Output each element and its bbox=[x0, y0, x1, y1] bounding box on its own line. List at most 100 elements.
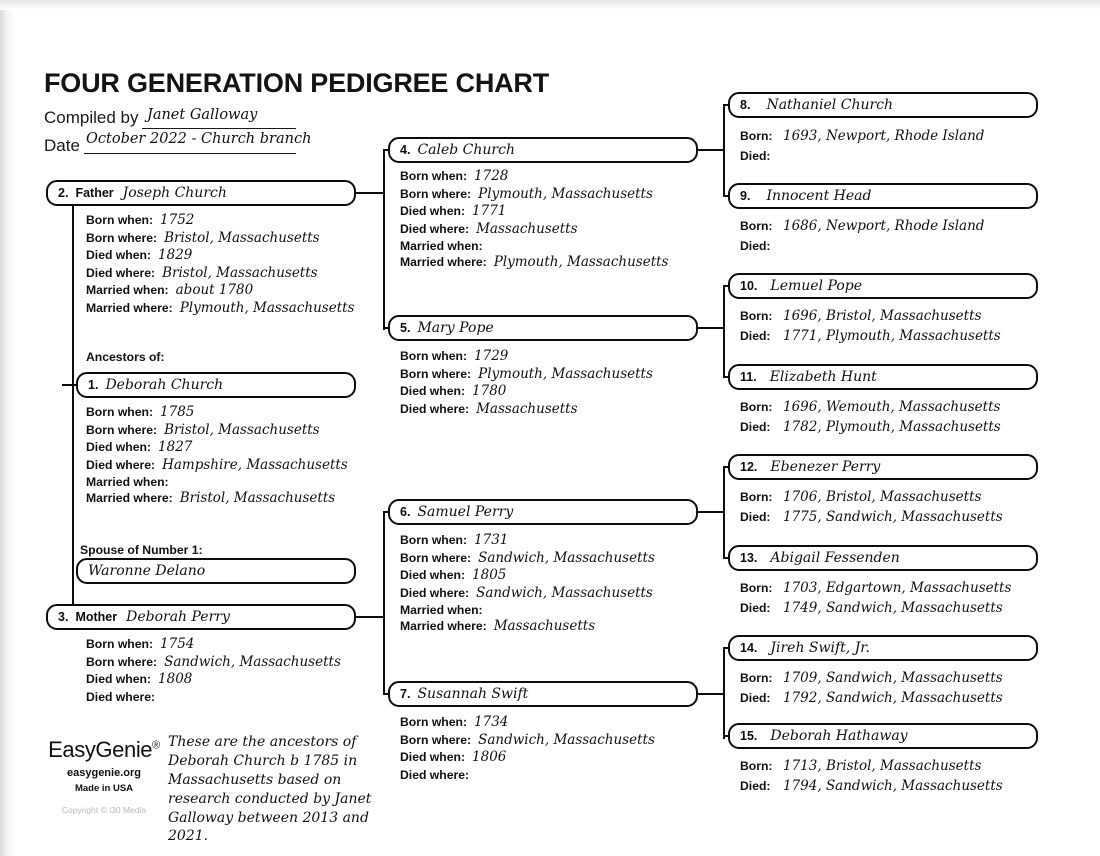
detail-row: Born:1686, Newport, Rhode Island bbox=[740, 219, 984, 234]
detail-row: Married when: bbox=[400, 604, 655, 616]
page-edge-shadow-left bbox=[0, 0, 14, 856]
detail-row: Married where:Plymouth, Massachusetts bbox=[86, 301, 354, 316]
detail-row: Died:1792, Sandwich, Massachusetts bbox=[740, 691, 1003, 706]
person-box-15[interactable]: 15. Deborah Hathaway bbox=[728, 723, 1038, 749]
person-13-name: Abigail Fessenden bbox=[770, 550, 900, 566]
label-married-where: Married where: bbox=[400, 255, 487, 270]
person-4-name: Caleb Church bbox=[417, 142, 515, 158]
person-box-11[interactable]: 11. Elizabeth Hunt bbox=[728, 364, 1038, 390]
person-9-name: Innocent Head bbox=[766, 188, 872, 204]
spouse-of-number-1-label: Spouse of Number 1: bbox=[80, 543, 203, 557]
detail-row: Married where: Plymouth, Massachusetts bbox=[400, 256, 668, 270]
person-11-details: Born:1696, Wemouth, Massachusetts Died:1… bbox=[740, 400, 1001, 440]
person-box-6[interactable]: 6. Samuel Perry bbox=[388, 499, 698, 525]
spouse-box[interactable]: Waronne Delano bbox=[76, 558, 356, 584]
person-3-details: Born when: 1754 Born where: Sandwich, Mass… bbox=[86, 636, 341, 707]
person-2-died-where: Bristol, Massachusetts bbox=[162, 264, 318, 281]
label-died: Died: bbox=[740, 238, 771, 253]
person-1-died-where: Hampshire, Massachusetts bbox=[162, 456, 348, 473]
label-born-where: Born where: bbox=[86, 654, 158, 669]
label-born: Born: bbox=[740, 759, 773, 773]
person-3-born-when: 1754 bbox=[160, 636, 195, 652]
person-6-details: Born when:1731 Born where:Sandwich, Mass… bbox=[400, 532, 655, 638]
person-11-died: 1782, Plymouth, Massachusetts bbox=[783, 418, 1001, 435]
person-12-born: 1706, Bristol, Massachusetts bbox=[783, 489, 982, 505]
spouse-name: Waronne Delano bbox=[88, 563, 206, 579]
label-born-when: Born when: bbox=[400, 533, 468, 547]
connector-3-bracket bbox=[383, 511, 386, 694]
brand-name: EasyGenie® bbox=[40, 737, 168, 763]
label-married-where: Married where: bbox=[86, 491, 173, 506]
person-1-details: Born when:1785 Born where:Bristol, Massa… bbox=[86, 405, 348, 510]
person-8-name: Nathaniel Church bbox=[766, 97, 894, 113]
chart-note: These are the ancestors of Deborah Churc… bbox=[168, 734, 372, 845]
person-2-married-when: about 1780 bbox=[175, 282, 254, 298]
person-2-role: Father bbox=[75, 186, 114, 200]
detail-row: Born when: 1731 bbox=[400, 532, 655, 548]
label-born: Born: bbox=[740, 490, 773, 504]
label-died-where: Died where: bbox=[400, 767, 470, 782]
person-15-number: 15. bbox=[740, 729, 758, 743]
person-box-2[interactable]: 2. Father Joseph Church bbox=[46, 180, 356, 206]
label-born-where: Born where: bbox=[400, 366, 472, 381]
person-box-7[interactable]: 7. Susannah Swift bbox=[388, 681, 698, 707]
person-box-8[interactable]: 8. Nathaniel Church bbox=[728, 92, 1038, 118]
person-3-born-where: Sandwich, Massachusetts bbox=[164, 653, 341, 670]
person-2-died-when: 1829 bbox=[158, 247, 193, 263]
person-7-name: Susannah Swift bbox=[417, 686, 529, 702]
person-box-13[interactable]: 13. Abigail Fessenden bbox=[728, 545, 1038, 571]
person-15-name: Deborah Hathaway bbox=[770, 728, 908, 744]
detail-row: Died where:Massachusetts bbox=[400, 402, 653, 417]
detail-row: Born:1703, Edgartown, Massachusetts bbox=[740, 581, 1011, 596]
label-born: Born: bbox=[740, 309, 773, 323]
person-10-number: 10. bbox=[740, 279, 758, 293]
person-6-born-when: 1731 bbox=[474, 532, 509, 548]
person-10-died: 1771, Plymouth, Massachusetts bbox=[783, 327, 1001, 344]
person-1-name: Deborah Church bbox=[105, 377, 224, 393]
label-died-where: Died where: bbox=[400, 221, 470, 236]
person-5-born-when: 1729 bbox=[474, 348, 509, 364]
person-10-name: Lemuel Pope bbox=[770, 278, 863, 294]
detail-row: Died when:1808 bbox=[86, 672, 341, 687]
person-3-name: Deborah Perry bbox=[126, 609, 230, 625]
label-born-where: Born where: bbox=[86, 230, 158, 245]
compiled-by-value[interactable]: Janet Galloway bbox=[147, 107, 258, 123]
person-5-name: Mary Pope bbox=[417, 320, 494, 336]
person-box-9[interactable]: 9. Innocent Head bbox=[728, 183, 1038, 209]
person-box-1[interactable]: 1. Deborah Church bbox=[76, 372, 356, 398]
person-6-married-where: Massachusetts bbox=[493, 618, 596, 635]
person-13-died: 1749, Sandwich, Massachusetts bbox=[783, 599, 1003, 616]
person-8-born: 1693, Newport, Rhode Island bbox=[783, 128, 985, 144]
person-4-married-where: Plymouth, Massachusetts bbox=[493, 254, 669, 271]
person-box-10[interactable]: 10. Lemuel Pope bbox=[728, 273, 1038, 299]
person-5-born-where: Plymouth, Massachusetts bbox=[478, 365, 653, 382]
connector-7-out bbox=[695, 693, 725, 696]
person-12-details: Born:1706, Bristol, Massachusetts Died:1… bbox=[740, 489, 1003, 530]
label-married-when: Married when: bbox=[86, 283, 169, 297]
label-born-when: Born when: bbox=[86, 213, 154, 227]
person-6-name: Samuel Perry bbox=[417, 504, 514, 520]
person-box-3[interactable]: 3. Mother Deborah Perry bbox=[46, 604, 356, 630]
person-box-5[interactable]: 5. Mary Pope bbox=[388, 315, 698, 341]
person-10-born: 1696, Bristol, Massachusetts bbox=[783, 308, 982, 324]
detail-row: Died where:Massachusetts bbox=[400, 221, 668, 237]
person-12-number: 12. bbox=[740, 460, 758, 474]
person-1-born-where: Bristol, Massachusetts bbox=[164, 421, 320, 438]
brand-url[interactable]: easygenie.org bbox=[67, 767, 141, 779]
person-7-died-when: 1806 bbox=[472, 749, 507, 765]
person-6-died-when: 1805 bbox=[472, 567, 507, 583]
date-value[interactable]: October 2022 - Church branch bbox=[86, 131, 312, 147]
person-box-14[interactable]: 14. Jireh Swift, Jr. bbox=[728, 635, 1038, 661]
label-born-where: Born where: bbox=[86, 422, 158, 437]
connector-1-stub bbox=[62, 384, 78, 387]
ancestors-of-label: Ancestors of: bbox=[86, 350, 165, 364]
person-2-details: Born when:1752 Born where:Bristol, Massa… bbox=[86, 213, 354, 319]
label-born-when: Born when: bbox=[86, 637, 154, 651]
person-2-born-where: Bristol, Massachusetts bbox=[164, 229, 320, 246]
label-died: Died: bbox=[740, 509, 771, 524]
person-box-4[interactable]: 4. Caleb Church bbox=[388, 137, 698, 163]
label-died-when: Died when: bbox=[400, 384, 466, 398]
person-2-number: 2. bbox=[58, 186, 69, 200]
person-box-12[interactable]: 12. Ebenezer Perry bbox=[728, 454, 1038, 480]
